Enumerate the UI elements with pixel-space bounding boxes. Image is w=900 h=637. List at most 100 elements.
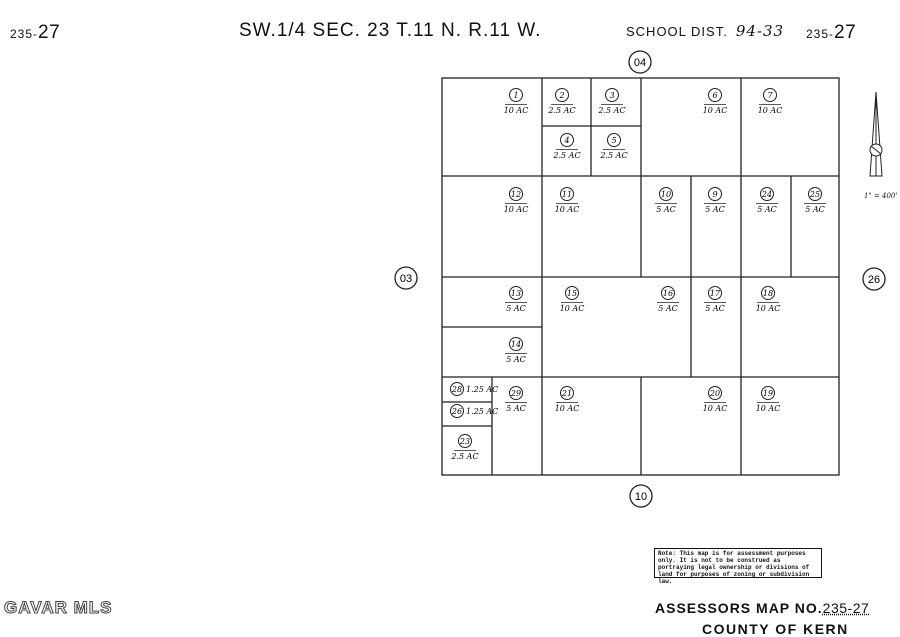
parcel-area: 2.5 AC: [450, 452, 478, 461]
parcel-area: 5 AC: [757, 205, 777, 214]
parcel-5: 5 2.5 AC: [599, 133, 628, 160]
parcel-area: 10 AC: [555, 205, 580, 214]
assessors-map-number: ASSESSORS MAP NO.235-27: [655, 600, 869, 616]
map-code-right-number: 27: [834, 22, 857, 43]
parcel-18: 18 10 AC: [756, 286, 781, 313]
parcel-number: 5: [611, 136, 616, 145]
parcel-number: 16: [663, 289, 673, 298]
parcel-area: 5 AC: [506, 355, 526, 364]
parcel-circle: [661, 286, 675, 300]
parcel-circle: [763, 88, 777, 102]
parcel-15: 15 10 AC: [560, 286, 585, 313]
parcel-circle: [458, 434, 472, 448]
parcel-area: 2.5 AC: [599, 151, 627, 160]
parcel-number: 24: [761, 190, 772, 199]
parcel-area: 5 AC: [506, 404, 526, 413]
parcel-14: 145 AC: [505, 337, 527, 364]
parcel-number: 12: [511, 190, 521, 199]
parcel-circle: [450, 382, 464, 396]
parcel-circle: [605, 88, 619, 102]
parcel-20: 20 10 AC: [703, 386, 728, 413]
parcel-3: 32.5 AC: [597, 88, 626, 115]
parcel-6: 610 AC: [703, 88, 727, 115]
parcel-area: 10 AC: [756, 404, 781, 413]
parcel-number: 1: [513, 91, 518, 100]
parcel-number: 11: [562, 190, 572, 199]
parcel-number: 6: [712, 91, 717, 100]
parcel-circle: [560, 133, 574, 147]
parcel-number: 13: [511, 289, 521, 298]
parcel-17: 17 5 AC: [704, 286, 726, 313]
parcel-number: 4: [563, 136, 569, 145]
parcel-circle: [808, 187, 822, 201]
parcel-number: 20: [709, 389, 720, 398]
parcel-number: 26: [451, 407, 462, 416]
parcel-16: 165 AC: [657, 286, 679, 313]
parcel-1: 1 10 AC: [504, 88, 529, 115]
parcel-area: 10 AC: [758, 106, 783, 115]
parcel-area: 5 AC: [705, 304, 725, 313]
parcel-area: 5 AC: [506, 304, 526, 313]
parcel-circle: [509, 187, 523, 201]
parcel-area: 10 AC: [560, 304, 585, 313]
parcel-number: 19: [763, 389, 773, 398]
parcel-area: 10 AC: [504, 106, 529, 115]
map-code-right-prefix: 235-: [806, 27, 835, 41]
school-district-label: SCHOOL DIST.: [626, 24, 728, 39]
parcel-4: 4 2.5 AC: [552, 133, 581, 160]
parcel-26: 26 1.25 AC: [450, 404, 498, 418]
parcel-circle: [560, 187, 574, 201]
parcel-number: 29: [510, 389, 521, 398]
parcel-circle: [509, 386, 523, 400]
map-code-left-number: 27: [38, 22, 61, 43]
assessors-map-value: 235-27: [822, 600, 870, 616]
parcel-number: 15: [567, 289, 577, 298]
parcel-circle: [509, 286, 523, 300]
parcel-28: 28 1.25 AC: [450, 382, 498, 396]
parcel-number: 2: [558, 91, 564, 100]
parcel-area: 5 AC: [656, 205, 676, 214]
parcel-number: 23: [459, 437, 470, 446]
parcel-area: 1.25 AC: [466, 385, 498, 394]
parcel-23: 23 2.5 AC: [450, 434, 479, 461]
parcel-area: 10 AC: [555, 404, 580, 413]
parcel-circle: [708, 88, 722, 102]
parcel-number: 10: [661, 190, 671, 199]
school-district-number: 94-33: [735, 22, 785, 40]
parcel-10: 10 5 AC: [655, 187, 677, 214]
parcel-number: 9: [712, 190, 717, 199]
parcel-circle: [659, 187, 673, 201]
parcel-number: 18: [763, 289, 773, 298]
parcel-number: 28: [451, 385, 462, 394]
school-district: SCHOOL DIST. 94-33: [626, 22, 784, 40]
parcel-number: 25: [809, 190, 820, 199]
parcel-25: 25 5 AC: [804, 187, 826, 214]
parcel-area: 10 AC: [504, 205, 529, 214]
parcel-circle: [509, 88, 523, 102]
parcel-19: 19 10 AC: [756, 386, 781, 413]
parcel-area: 1.25 AC: [466, 407, 498, 416]
adjacent-map-south: 10: [629, 484, 653, 508]
map-code-left: 235-27: [10, 22, 60, 44]
parcel-area: 5 AC: [805, 205, 825, 214]
parcel-circle: [560, 386, 574, 400]
parcel-area: 5 AC: [705, 205, 725, 214]
adjacent-map-south-label: 10: [635, 491, 647, 503]
adjacent-map-west: 03: [394, 266, 418, 290]
scale-label: 1" = 400': [864, 192, 898, 200]
parcel-area: 10 AC: [703, 404, 728, 413]
parcel-circle: [450, 404, 464, 418]
parcel-13: 13 5 AC: [505, 286, 527, 313]
north-arrow-icon: [869, 91, 883, 177]
parcel-number: 3: [609, 91, 614, 100]
parcel-24: 24 5 AC: [756, 187, 778, 214]
adjacent-map-east-label: 26: [868, 274, 880, 286]
parcel-circle: [607, 133, 621, 147]
parcel-number: 17: [710, 289, 721, 298]
parcel-circle: [555, 88, 569, 102]
parcel-area: 2.5 AC: [552, 151, 580, 160]
parcel-area: 10 AC: [756, 304, 781, 313]
adjacent-map-north: 04: [628, 50, 652, 74]
parcel-circle: [509, 337, 523, 351]
parcel-12: 12 10 AC: [504, 187, 529, 214]
